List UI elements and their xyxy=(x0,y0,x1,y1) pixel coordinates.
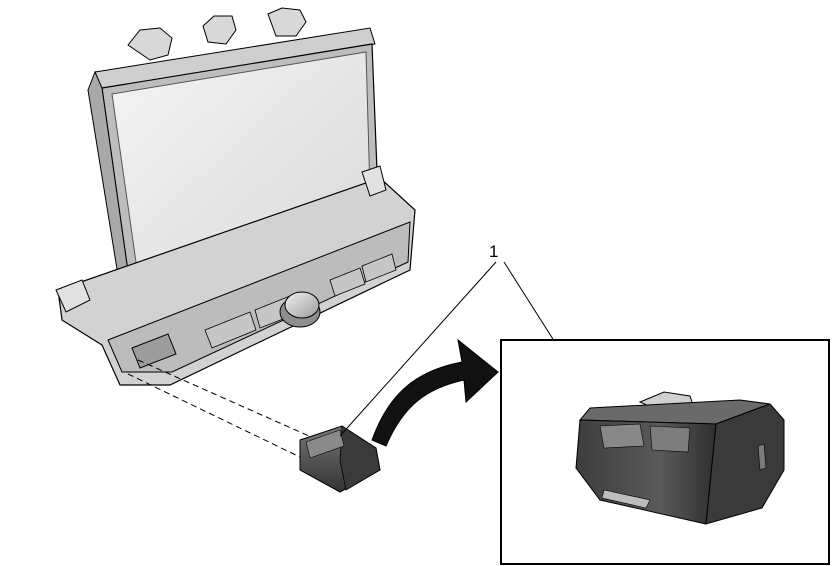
mounting-clips xyxy=(127,7,307,61)
right-mounting-ear xyxy=(361,165,387,197)
callout-label-1: 1 xyxy=(489,242,499,261)
switch-part-enlarged xyxy=(575,391,785,525)
dashed-guide-line xyxy=(127,359,319,459)
switch-opening xyxy=(131,333,177,369)
curved-arrow-icon xyxy=(371,338,499,447)
switch-part-small xyxy=(299,425,381,493)
rotary-knob xyxy=(279,291,321,328)
infotainment-unit xyxy=(55,7,416,386)
left-mounting-ear xyxy=(55,279,91,313)
